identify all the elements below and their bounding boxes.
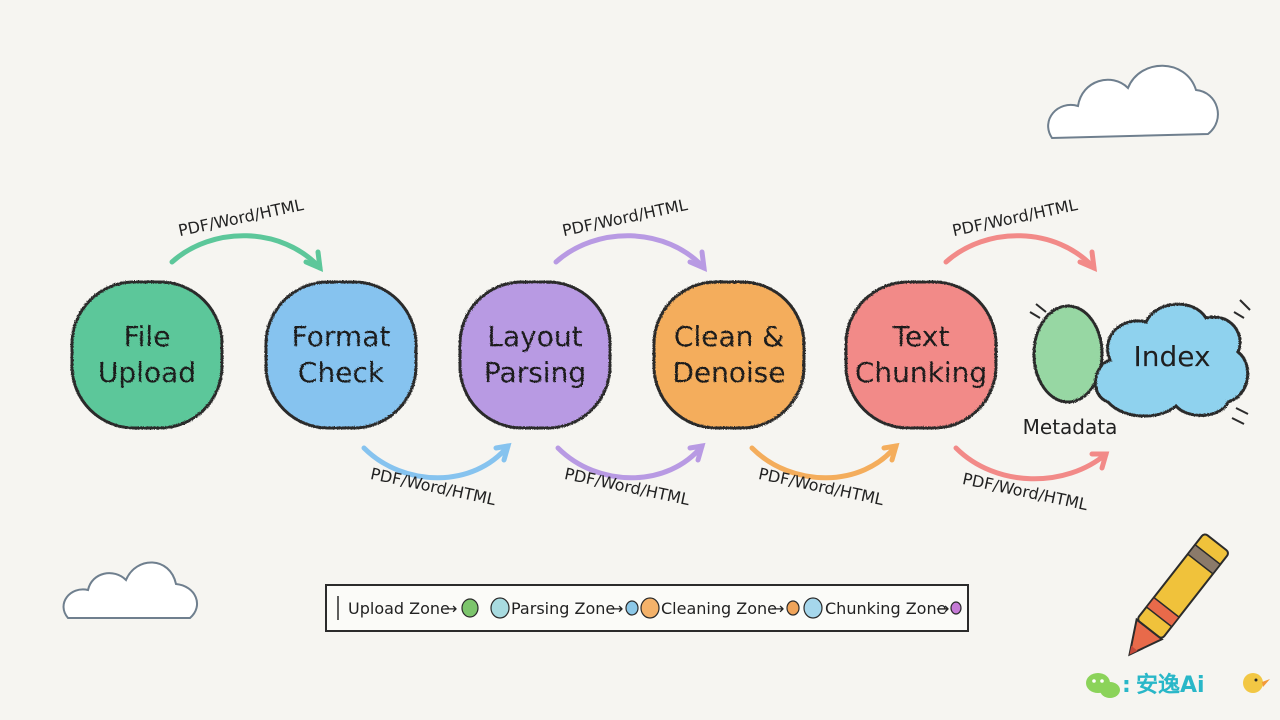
legend-dot-upload [461, 598, 479, 618]
cloud-bottom-left [62, 561, 198, 619]
duck-icon [1243, 673, 1270, 693]
node-label-line1: Layout [487, 320, 582, 353]
legend-label-parsing: Parsing Zone [511, 599, 615, 618]
node-shape [458, 280, 612, 430]
legend-arrow: → [936, 599, 949, 618]
legend-dot-chunking [950, 601, 962, 615]
legend-arrow: → [444, 599, 457, 618]
node-label-line2: Denoise [672, 356, 785, 389]
index-label: Index [1133, 340, 1210, 373]
node-format-check: Format Check [264, 280, 418, 430]
metadata-label: Metadata [1023, 415, 1118, 439]
brand-text: 安逸Ai [1136, 672, 1205, 698]
index-shape [1094, 302, 1250, 418]
index-node [1094, 302, 1250, 418]
metadata-shape [1032, 304, 1104, 404]
wechat-icon [1086, 673, 1120, 698]
node-text-chunking: Text Chunking [844, 280, 998, 430]
edge-bottom-1: PDF/Word/HTML [361, 442, 512, 509]
node-label-line1: Clean & [674, 320, 784, 353]
legend-pebble [803, 597, 823, 619]
edge-top-1: PDF/Word/HTML [169, 195, 324, 273]
legend-label-chunking: Chunking Zone [825, 599, 946, 618]
node-label-line1: Format [292, 320, 391, 353]
node-file-upload: File Upload [70, 280, 224, 430]
node-label-line2: Check [298, 356, 385, 389]
edge-bottom-3: PDF/Word/HTML [749, 442, 900, 509]
node-label-line1: Text [892, 320, 950, 353]
node-label-line2: Upload [98, 356, 196, 389]
crayon-icon [1128, 533, 1229, 657]
legend-pebble [490, 597, 510, 619]
legend-pebble [640, 597, 660, 619]
node-shape [264, 280, 418, 430]
node-shape [844, 280, 998, 430]
node-layout-parsing: Layout Parsing [458, 280, 612, 430]
legend-dot-cleaning [786, 600, 800, 616]
metadata-node [1032, 304, 1104, 404]
brand-colon: : [1122, 673, 1131, 698]
edge-bottom-2: PDF/Word/HTML [555, 442, 706, 509]
legend-dot-parsing [625, 600, 639, 616]
legend-label-upload: Upload Zone [348, 599, 450, 618]
motion-marks [1029, 299, 1251, 425]
node-shape [70, 280, 224, 430]
edge-top-2: PDF/Word/HTML [553, 195, 708, 273]
legend-label-cleaning: Cleaning Zone [661, 599, 777, 618]
brand-watermark: : 安逸Ai [1086, 672, 1270, 698]
legend-arrow: → [610, 599, 623, 618]
legend-arrow: → [771, 599, 784, 618]
legend: Upload Zone → Parsing Zone → Cleaning Zo… [325, 584, 969, 632]
node-label-line1: File [124, 320, 171, 353]
cloud-top-right [1047, 64, 1219, 140]
edge-bottom-4: PDF/Word/HTML [953, 445, 1110, 514]
edge-top-3: PDF/Word/HTML [943, 195, 1098, 273]
node-label-line2: Parsing [484, 356, 586, 389]
node-label-line2: Chunking [855, 356, 987, 389]
node-clean-denoise: Clean & Denoise [652, 280, 806, 430]
node-shape [652, 280, 806, 430]
